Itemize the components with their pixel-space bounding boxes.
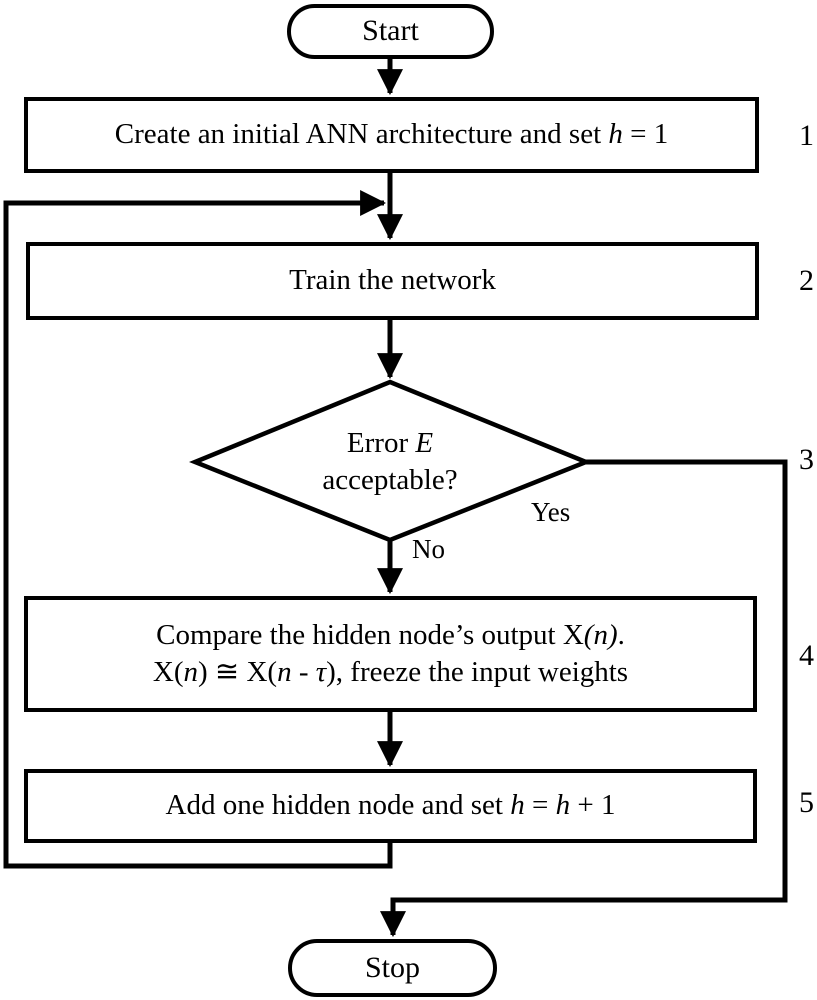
step-number-4: 4 bbox=[799, 639, 814, 672]
step-number-3: 3 bbox=[799, 443, 814, 476]
step3-decision-shape bbox=[189, 379, 593, 543]
step-number-2: 2 bbox=[799, 264, 814, 297]
edge-label-yes: Yes bbox=[531, 497, 571, 527]
step5-process-shape bbox=[24, 769, 757, 843]
connector-step3-yes-to-stop bbox=[380, 459, 788, 938]
step1-process-shape bbox=[24, 97, 759, 173]
stop-terminal-shape bbox=[288, 939, 497, 997]
step2-process-shape bbox=[26, 242, 759, 320]
connector-step5-feedback-to-step2 bbox=[3, 190, 393, 869]
step4-process-shape bbox=[24, 596, 757, 712]
edge-label-no: No bbox=[412, 534, 445, 564]
step-number-1: 1 bbox=[799, 119, 814, 152]
start-terminal-shape bbox=[287, 4, 494, 59]
step-number-5: 5 bbox=[799, 786, 814, 819]
